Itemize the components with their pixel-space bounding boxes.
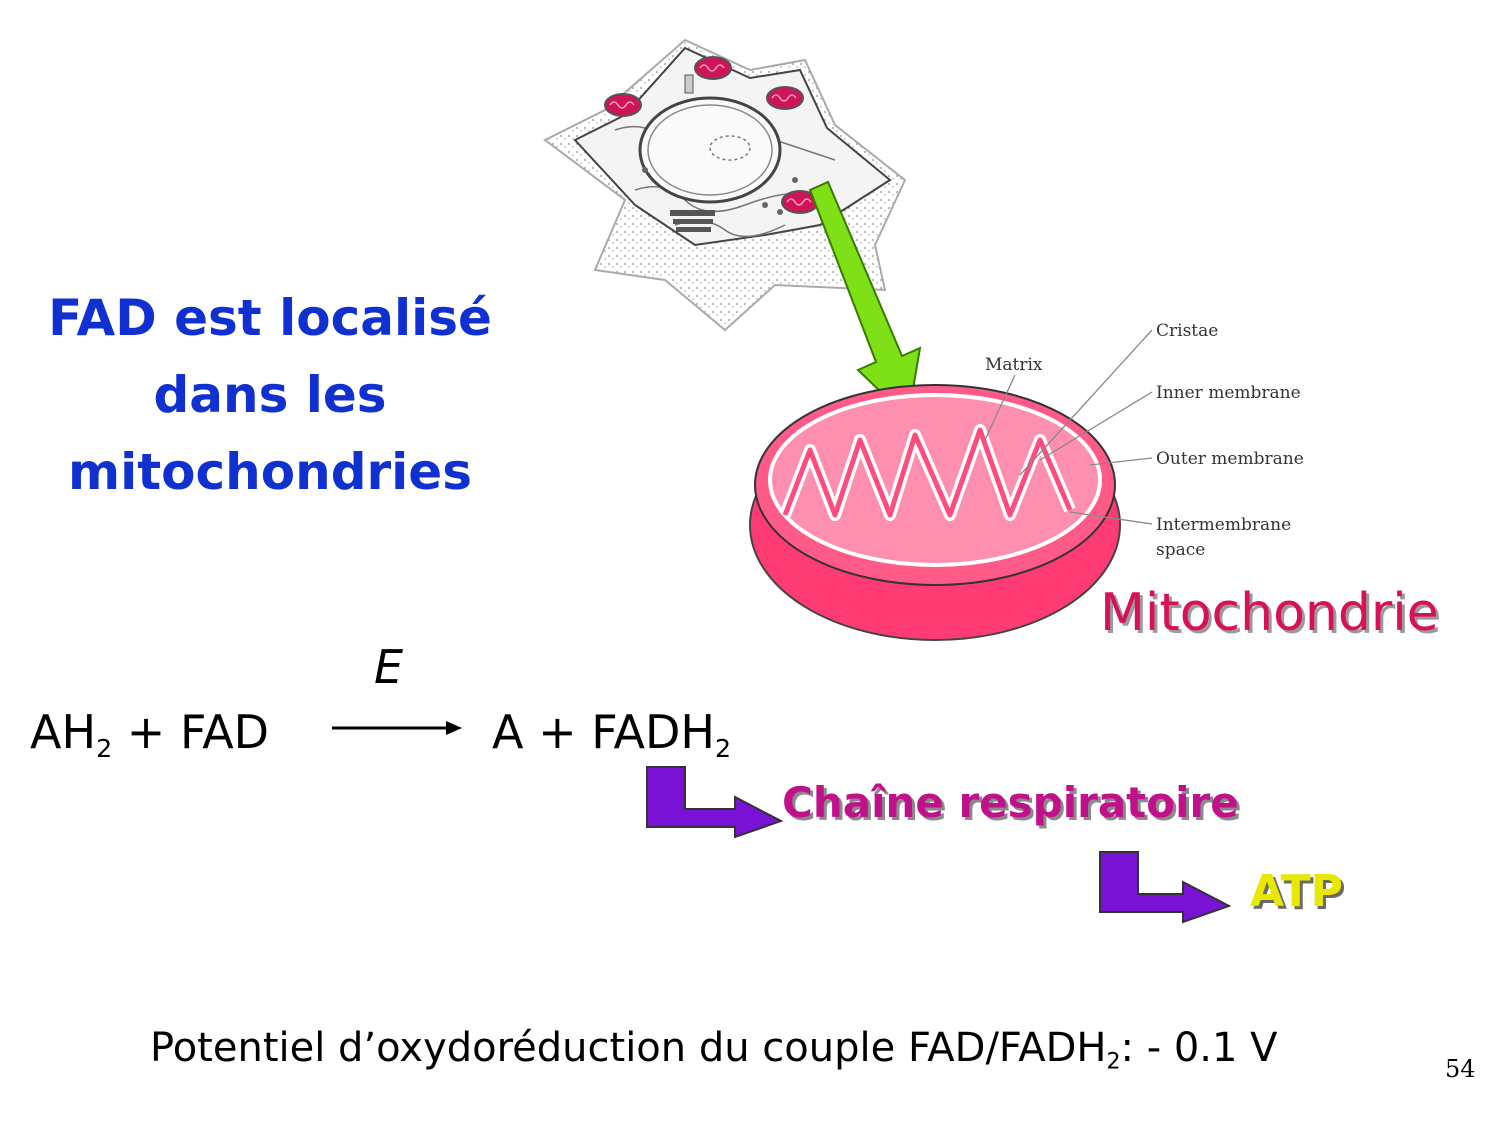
reaction-reactants: AH2 + FAD [30,705,269,763]
redox-potential-text: Potentiel d’oxydoréduction du couple FAD… [150,1025,1107,1071]
headline-line-2: dans les [153,366,387,424]
headline-line-3: mitochondries [68,443,472,501]
enzyme-label: E [374,640,404,694]
headline: FAD est localisé dans les mitochondries [0,280,540,511]
bracket-arrow-icon [646,766,784,839]
chaine-respiratoire-label: Chaîne respiratoire [782,778,1239,827]
bracket-arrow-icon [1099,851,1232,924]
label-inner-membrane: Inner membrane [1156,383,1301,403]
label-outer-membrane: Outer membrane [1156,449,1304,469]
green-arrow-icon [808,180,922,421]
mitochondrion-illustration: Matrix Cristae Inner membrane Outer memb… [749,321,1304,641]
label-matrix: Matrix [985,355,1043,375]
product-subscript: 2 [714,733,732,763]
reaction-products: A + FADH2 [492,705,731,763]
headline-line-1: FAD est localisé [48,289,492,347]
mitochondrie-title: Mitochondrie [1100,583,1439,643]
product-text: A + FADH [492,705,715,759]
reactant-ah-subscript: 2 [96,733,113,763]
reactant-ah: AH [30,705,97,759]
label-intermembrane-space-line-2: space [1156,540,1205,560]
label-intermembrane-space-line-1: Intermembrane [1156,515,1291,535]
redox-potential: Potentiel d’oxydoréduction du couple FAD… [150,1025,1278,1075]
redox-potential-subscript: 2 [1106,1049,1121,1075]
page-number: 54 [1445,1055,1476,1083]
label-cristae: Cristae [1156,321,1218,341]
reactant-fad: + FAD [112,705,270,759]
reaction-arrow-icon [332,721,462,735]
redox-potential-value: : - 0.1 V [1120,1025,1278,1071]
atp-label: ATP [1250,866,1343,917]
